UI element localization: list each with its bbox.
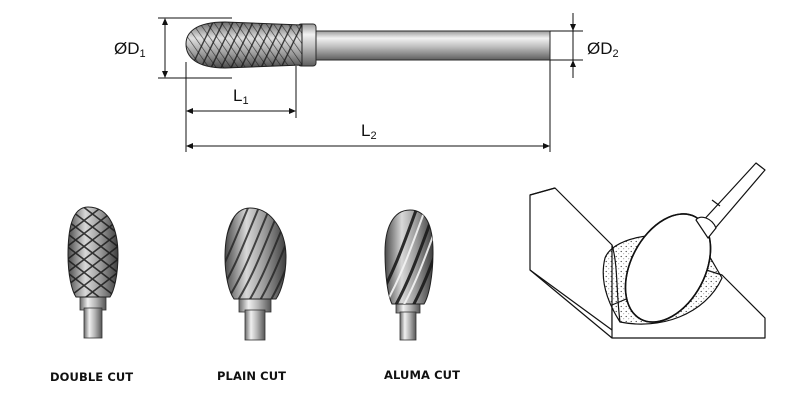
top-burr-cross-cut-texture — [186, 22, 302, 68]
top-burr-drawing — [185, 21, 551, 69]
dimension-label-l2: L2 — [361, 121, 377, 142]
dimension-lines — [158, 13, 583, 152]
dimension-label-d2: ØD2 — [587, 39, 619, 60]
caption-plain-cut: PLAIN CUT — [217, 369, 287, 383]
caption-double-cut: DOUBLE CUT — [50, 370, 134, 384]
usage-illustration — [529, 162, 766, 339]
dimension-label-d1: ØD1 — [114, 39, 146, 60]
top-burr-shank — [299, 30, 551, 61]
aluma-cut-burr — [384, 209, 434, 341]
caption-aluma-cut: ALUMA CUT — [384, 368, 461, 382]
workpiece-wall — [529, 187, 613, 331]
double-cut-burr — [67, 206, 119, 339]
dimension-label-l1: L1 — [233, 86, 249, 107]
plain-cut-burr — [224, 207, 287, 341]
